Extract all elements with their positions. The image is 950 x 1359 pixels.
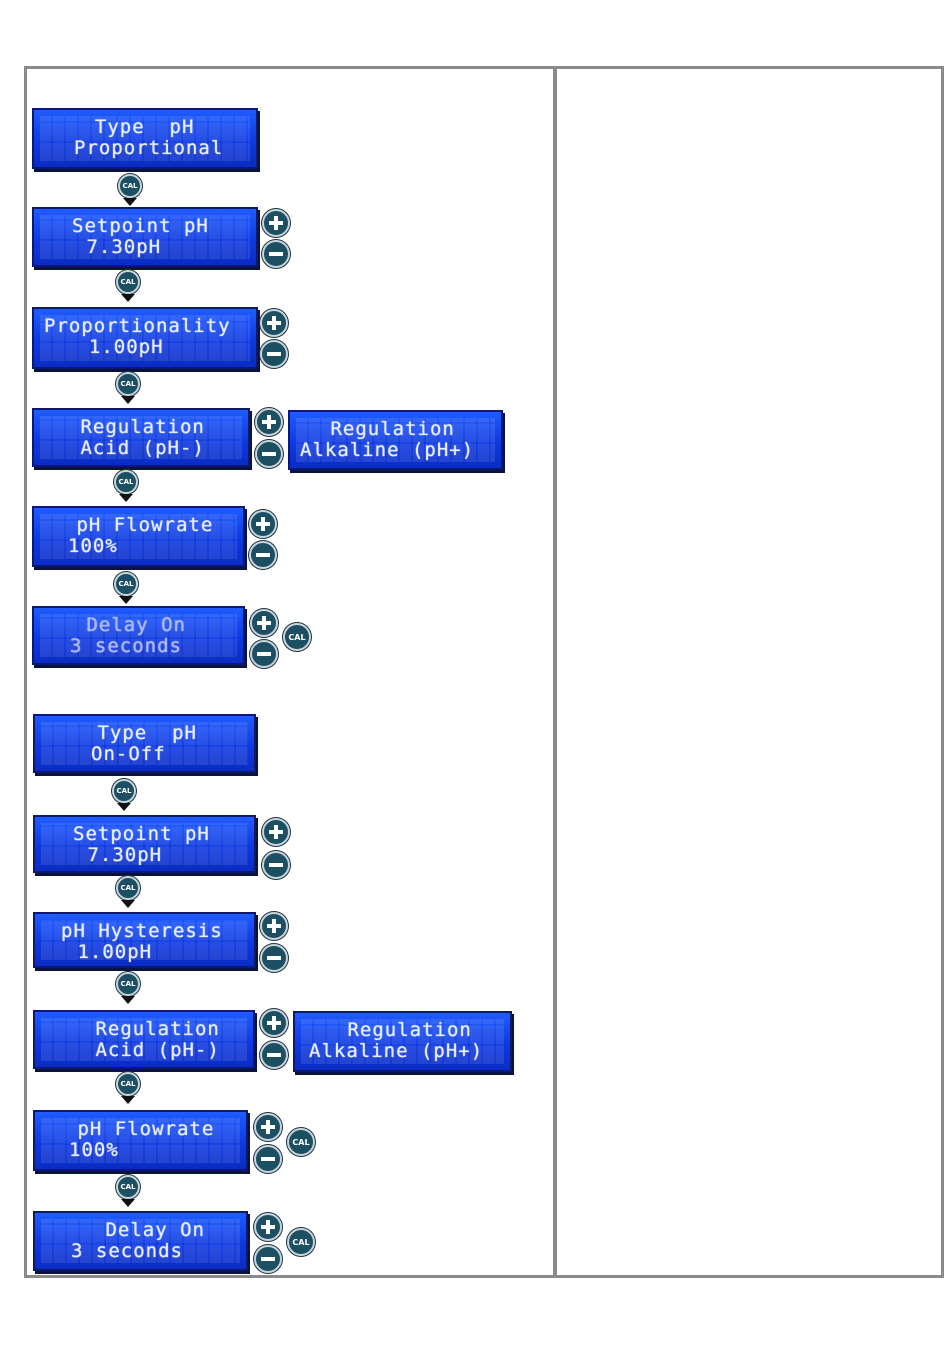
arrow-down-icon [121,996,135,1004]
minus-button-icon[interactable] [262,240,290,268]
lcd-line-1: Regulation [83,1018,220,1040]
lcd-proportionality: Proportionality 1.00pH [32,307,258,369]
arrow-down-icon [121,1199,135,1207]
lcd-line-2: 1.00pH [64,336,164,358]
lcd-setpoint-proportional: Setpoint pH 7.30pH [32,207,258,267]
cal-icon[interactable]: CAL [116,972,140,996]
plus-button-icon[interactable] [255,408,283,436]
cal-icon[interactable]: CAL [114,572,138,596]
lcd-line-2: 1.00pH [65,941,153,963]
cal-icon[interactable]: CAL [116,1175,140,1199]
cal-icon[interactable]: CAL [287,1228,315,1256]
lcd-line-2: Acid (pH-) [68,437,205,459]
plus-button-icon[interactable] [262,209,290,237]
lcd-line-2: 7.30pH [74,236,162,258]
cal-icon[interactable]: CAL [116,1072,140,1096]
cal-icon[interactable]: CAL [116,372,140,396]
cal-icon[interactable]: CAL [116,876,140,900]
minus-button-icon[interactable] [249,541,277,569]
lcd-line-2: 100% [69,1139,119,1161]
lcd-regulation-alkaline-proportional: Regulation Alkaline (pH+) [288,410,503,470]
lcd-line-1: Delay On [74,614,186,636]
arrow-down-icon [123,198,137,206]
plus-button-icon[interactable] [250,609,278,637]
lcd-line-1: Regulation [318,418,455,440]
minus-button-icon[interactable] [254,1145,282,1173]
lcd-line-1: Proportionality [44,315,231,337]
minus-button-icon[interactable] [260,340,288,368]
arrow-down-icon [121,900,135,908]
lcd-regulation-acid-onoff: Regulation Acid (pH-) [33,1010,255,1069]
cal-icon[interactable]: CAL [283,623,311,651]
arrow-down-icon [119,596,133,604]
plus-button-icon[interactable] [249,510,277,538]
minus-button-icon[interactable] [254,1245,282,1273]
lcd-line-1: pH Flowrate [64,514,214,536]
lcd-line-2: 7.30pH [75,844,163,866]
plus-button-icon[interactable] [260,912,288,940]
lcd-line-2: On-Off [91,743,166,765]
lcd-line-2: 100% [68,535,118,557]
cal-icon[interactable]: CAL [114,470,138,494]
arrow-down-icon [121,294,135,302]
lcd-line-1: pH Hysteresis [61,920,223,942]
lcd-line-1: Type pH [70,116,195,138]
lcd-line-2: Alkaline (pH+) [309,1040,484,1062]
arrow-down-icon [117,803,131,811]
plus-button-icon[interactable] [254,1213,282,1241]
lcd-flowrate-onoff: pH Flowrate 100% [33,1110,248,1171]
lcd-regulation-alkaline-onoff: Regulation Alkaline (pH+) [293,1011,512,1072]
cal-icon[interactable]: CAL [112,779,136,803]
arrow-down-icon [119,494,133,502]
plus-button-icon[interactable] [260,309,288,337]
lcd-line-2: Alkaline (pH+) [300,439,475,461]
minus-button-icon[interactable] [260,1041,288,1069]
lcd-delay-proportional: Delay On 3 seconds [32,606,245,665]
lcd-flowrate-proportional: pH Flowrate 100% [32,506,245,567]
plus-button-icon[interactable] [254,1113,282,1141]
arrow-down-icon [121,1096,135,1104]
lcd-line-2: Acid (pH-) [83,1039,220,1061]
minus-button-icon[interactable] [262,851,290,879]
lcd-setpoint-onoff: Setpoint pH 7.30pH [33,815,256,873]
lcd-hysteresis: pH Hysteresis 1.00pH [33,912,256,968]
cal-icon[interactable]: CAL [116,270,140,294]
plus-button-icon[interactable] [262,818,290,846]
lcd-line-2: 3 seconds [70,635,182,657]
plus-button-icon[interactable] [260,1009,288,1037]
lcd-line-1: Setpoint pH [72,215,209,237]
cal-icon[interactable]: CAL [118,174,142,198]
lcd-line-1: pH Flowrate [65,1118,215,1140]
minus-button-icon[interactable] [260,944,288,972]
minus-button-icon[interactable] [255,440,283,468]
lcd-line-1: Setpoint pH [73,823,210,845]
minus-button-icon[interactable] [250,640,278,668]
column-divider [553,66,557,1278]
lcd-line-2: 3 seconds [71,1240,183,1262]
lcd-regulation-acid-proportional: Regulation Acid (pH-) [32,408,250,467]
lcd-line-1: Type pH [85,722,197,744]
lcd-line-1: Regulation [335,1019,472,1041]
lcd-type-proportional: Type pH Proportional [32,108,258,169]
lcd-line-1: Delay On [93,1219,205,1241]
lcd-line-1: Regulation [68,416,205,438]
table-frame [24,66,944,1278]
lcd-line-2: Proportional [74,137,224,159]
lcd-type-onoff: Type pH On-Off [33,714,256,773]
lcd-delay-onoff: Delay On 3 seconds [33,1211,248,1271]
arrow-down-icon [121,396,135,404]
cal-icon[interactable]: CAL [287,1128,315,1156]
